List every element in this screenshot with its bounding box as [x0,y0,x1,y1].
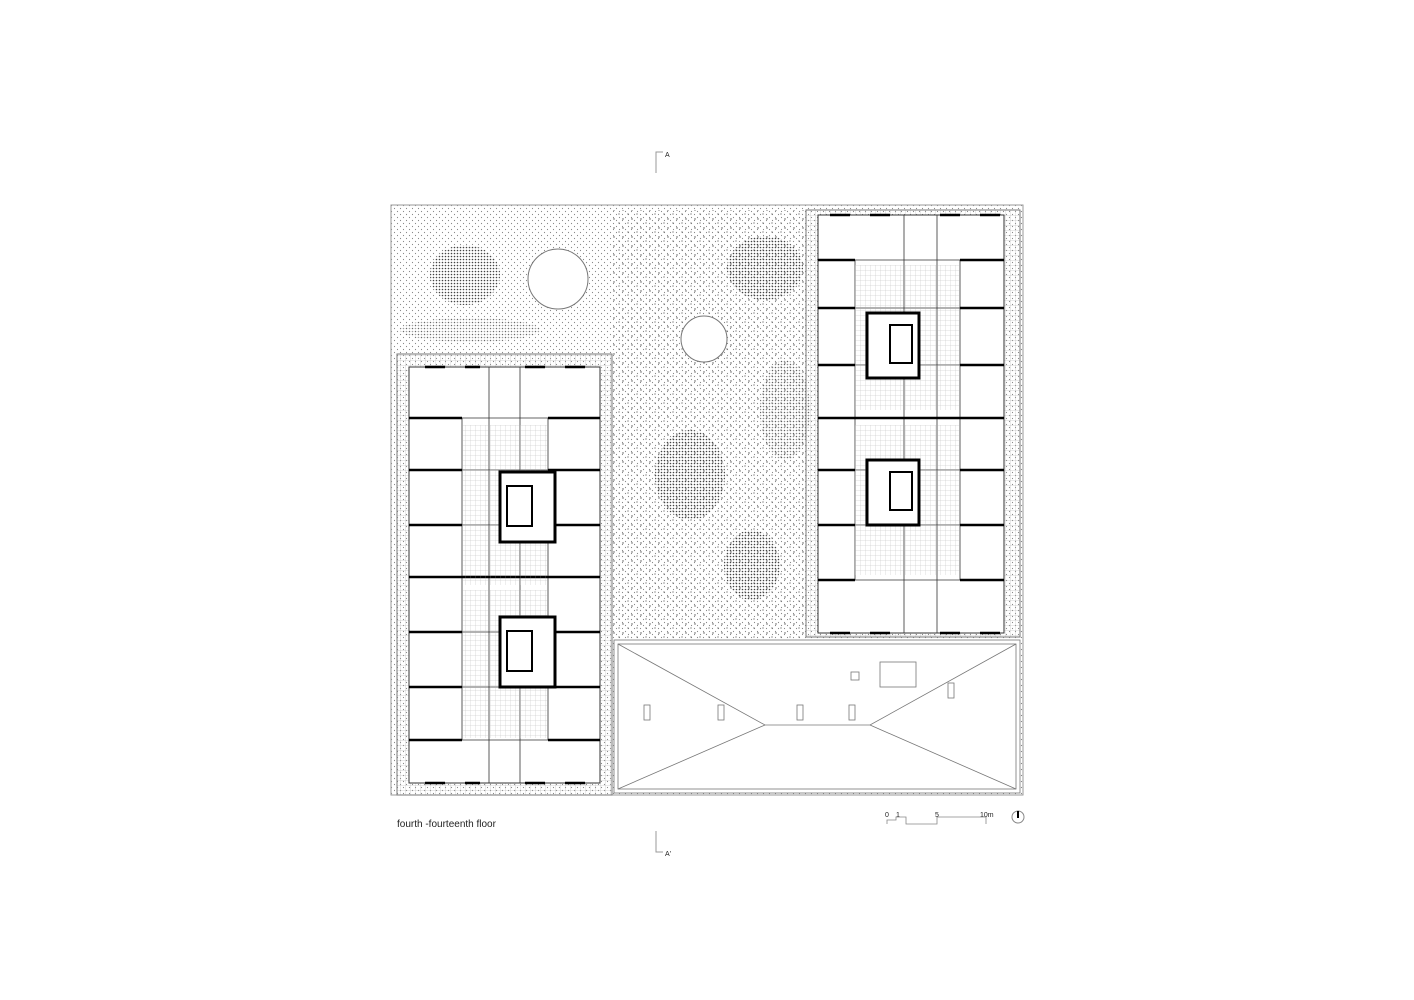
drawing-title: fourth -fourteenth floor [397,819,497,830]
tree-canopy [430,245,500,305]
roof-plan [613,639,1021,794]
skylight-circle [680,315,728,363]
tree-canopy [727,236,803,300]
svg-text:0: 0 [885,812,889,819]
section-marker-top: A [655,151,670,173]
building-left [396,353,613,796]
stair-core [498,615,557,689]
stair-core [865,458,921,527]
tree-canopy [724,530,780,600]
shrubs [400,318,540,342]
stair-core [865,311,921,380]
north-arrow-icon [1011,810,1025,824]
svg-text:5: 5 [935,812,939,819]
svg-text:A: A [665,152,670,159]
stair-core [498,470,557,544]
svg-text:1: 1 [896,812,900,819]
building-right [805,209,1021,638]
svg-text:10m: 10m [980,812,994,819]
tree-canopy [760,360,810,460]
tree-canopy [655,430,725,520]
section-marker-bottom: A' [655,831,671,858]
skylight-circle [527,248,589,310]
scale-bar: 0 1 5 10m [885,812,994,825]
svg-text:A': A' [665,851,671,858]
